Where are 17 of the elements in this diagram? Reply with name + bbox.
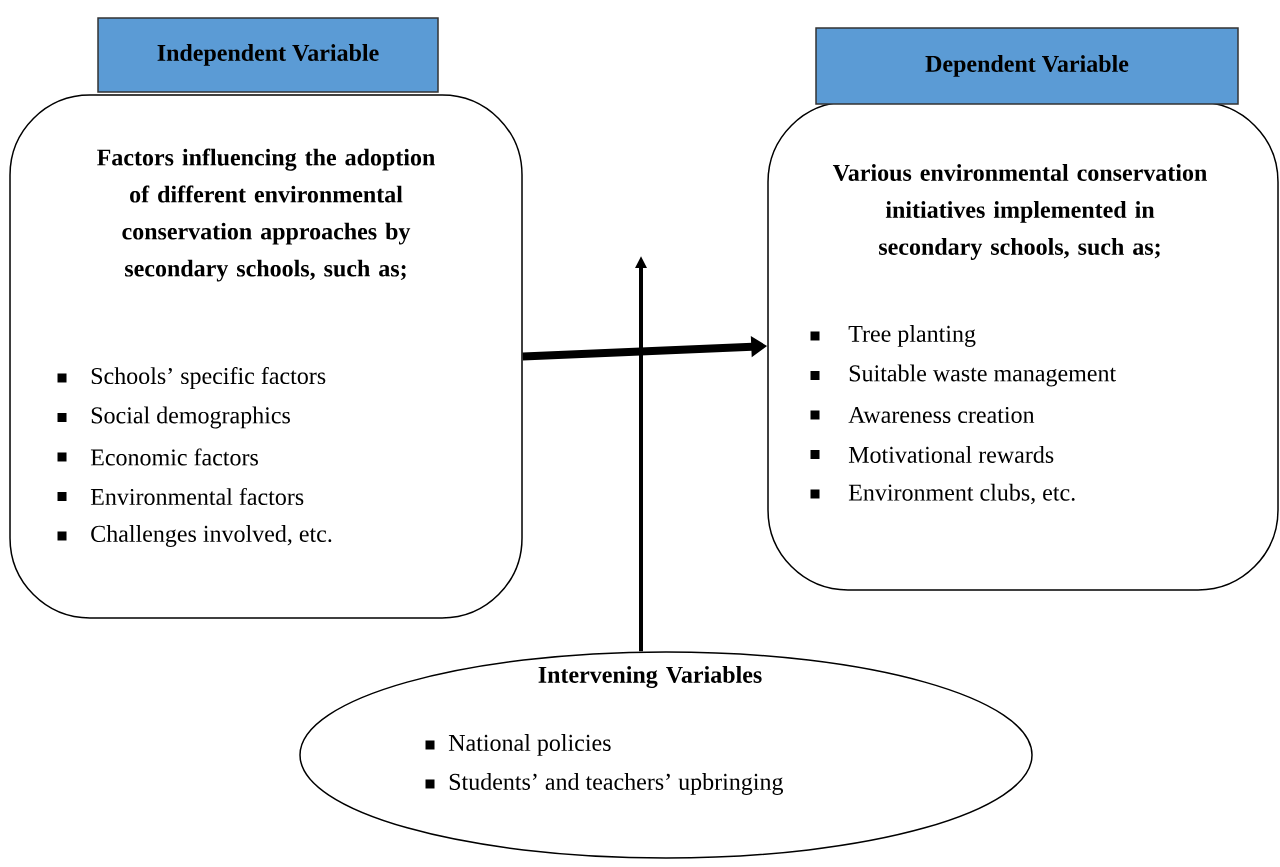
- bullet-item: National policies: [425, 734, 611, 756]
- bullet-item: Motivational rewards: [810, 446, 1054, 463]
- bullet-item: Environment clubs, etc.: [810, 483, 1075, 505]
- heading-text: Intervening Variables: [538, 666, 762, 688]
- heading-text: Factors influencing the adoption of different environmental conservation approaches by secondary schools, such as;: [97, 148, 435, 282]
- bullet-item: Challenges involved, etc.: [57, 525, 332, 547]
- bullet-item: Environmental factors: [57, 487, 304, 506]
- bullet-item: Students’ and teachers’ upbringing: [425, 773, 783, 795]
- bullet-item: Tree planting: [810, 325, 976, 347]
- variable-header-box: Independent Variable: [97, 17, 439, 93]
- heading-text: Various environmental conservation initiatives implemented in secondary schools, such as;: [832, 164, 1207, 260]
- bullet-item: Social demographics: [57, 406, 290, 429]
- bullet-item: Economic factors: [57, 448, 258, 466]
- bullet-item: Suitable waste management: [810, 364, 1116, 387]
- bullet-item: Schools’ specific factors: [57, 367, 326, 389]
- variable-header-box: Dependent Variable: [815, 27, 1239, 105]
- bullet-item: Awareness creation: [810, 406, 1035, 424]
